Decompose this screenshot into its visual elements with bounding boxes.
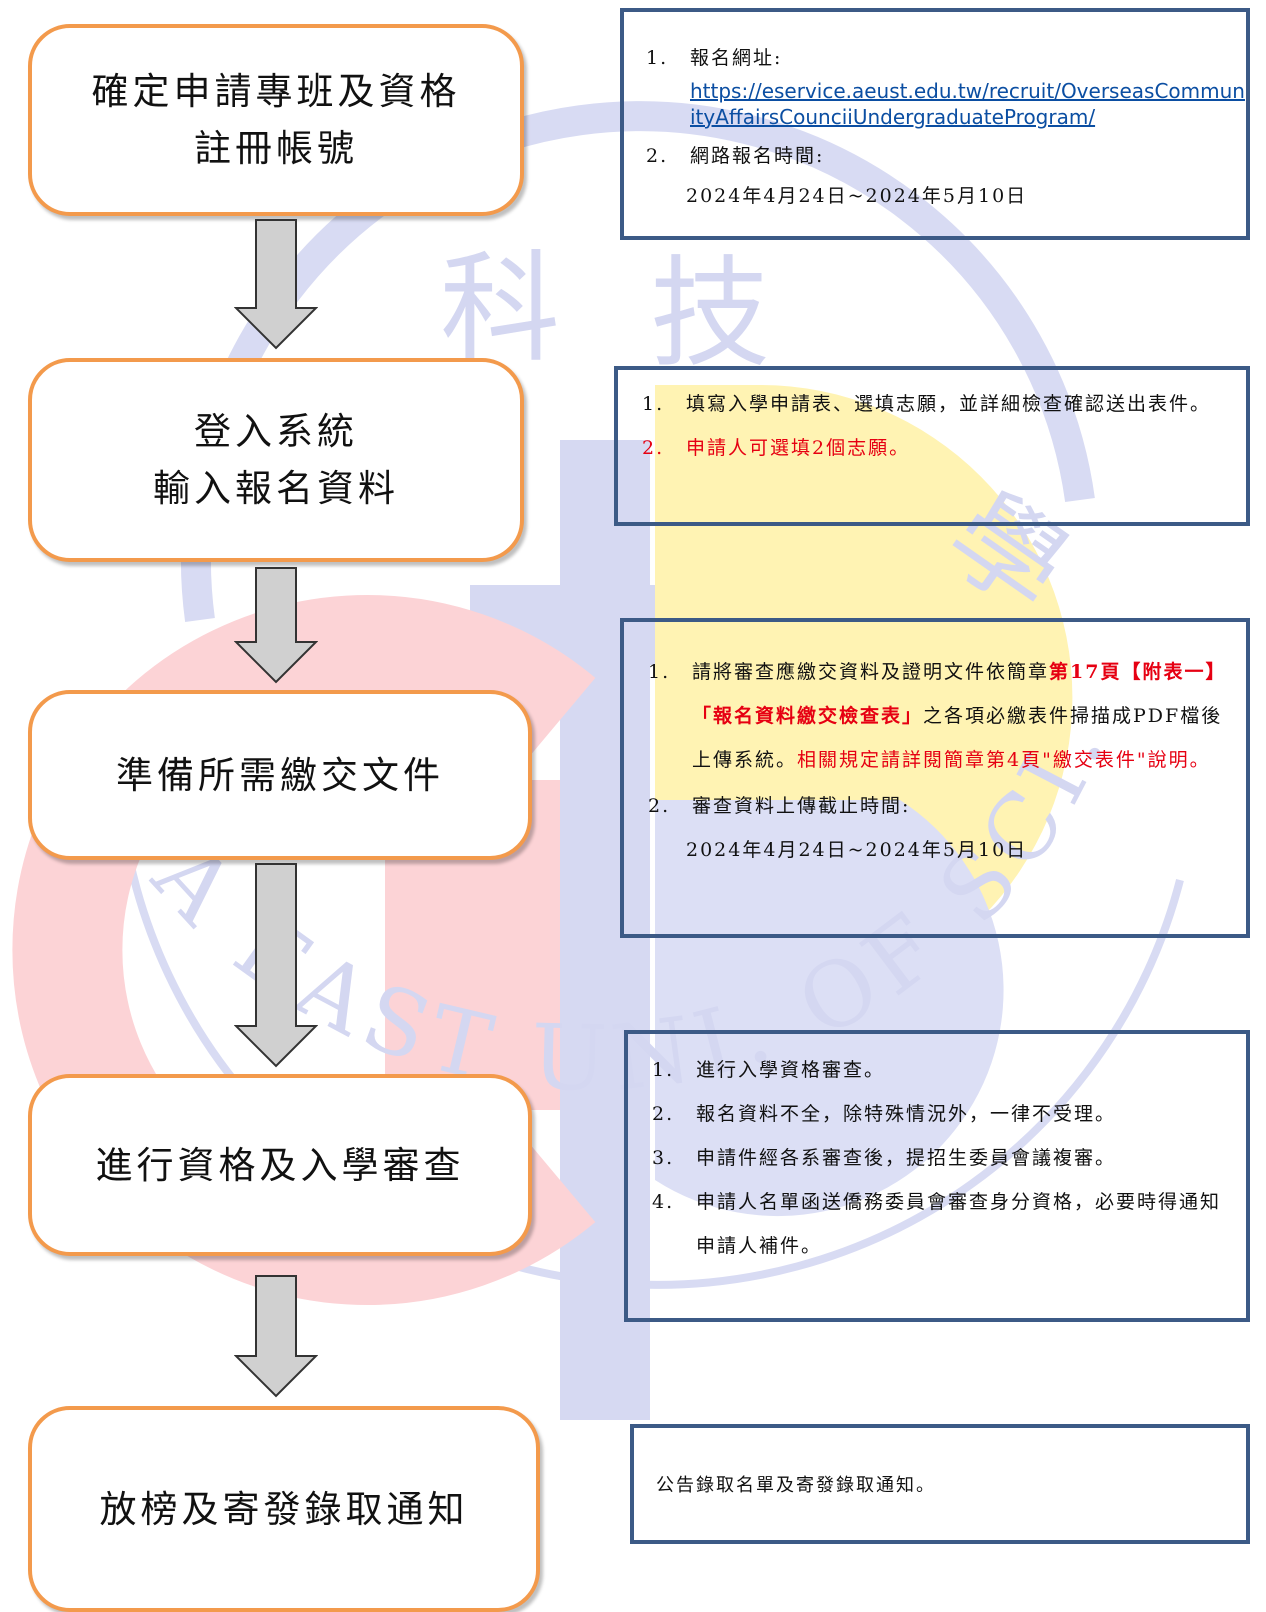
note-2-item-2-text: 申請人可選填2個志願。 xyxy=(686,437,911,459)
note-4-item-2-num: 2. xyxy=(652,1103,675,1125)
down-arrow-icon xyxy=(234,567,318,684)
note-2-item-1-text: 填寫入學申請表、選填志願，並詳細檢查確認送出表件。 xyxy=(686,393,1212,415)
note-2-item-1-num: 1. xyxy=(642,393,665,415)
note-3-item-2-label: 審查資料上傳截止時間: xyxy=(692,795,911,817)
step-4-line-1: 進行資格及入學審查 xyxy=(95,1143,465,1187)
note-documents: 1. 請將審查應繳交資料及證明文件依簡章第17頁【附表一】「報名資料繳交檢查表」… xyxy=(620,618,1250,938)
note-4-item-2-text: 報名資料不全，除特殊情況外，一律不受理。 xyxy=(696,1103,1117,1125)
registration-url-link[interactable]: https://eservice.aeust.edu.tw/recruit/Ov… xyxy=(690,79,1245,129)
note-3-item-2-value: 2024年4月24日~2024年5月10日 xyxy=(686,839,1028,861)
note-2-item-2-num: 2. xyxy=(642,437,665,459)
step-1-box: 確定申請專班及資格 註冊帳號 xyxy=(28,24,524,216)
step-4-box: 進行資格及入學審查 xyxy=(28,1074,532,1256)
note-1-item-2-num: 2. xyxy=(646,145,669,167)
step-3-box: 準備所需繳交文件 xyxy=(28,690,532,860)
step-3-line-1: 準備所需繳交文件 xyxy=(116,753,444,797)
note-3-item-1-text-b: 第17頁【附表一】「報名資料繳交檢查表」 xyxy=(692,661,1227,727)
note-1-item-1-num: 1. xyxy=(646,47,669,69)
step-1-line-2: 註冊帳號 xyxy=(194,127,358,170)
watermark-char-1: 科 xyxy=(440,240,560,379)
step-2-line-2: 輸入報名資料 xyxy=(153,467,399,510)
note-review: 1. 進行入學資格審查。 2. 報名資料不全，除特殊情況外，一律不受理。 3. … xyxy=(624,1030,1250,1322)
note-3-item-1-text-c: 之各項必繳表件掃描成PDF檔後上傳系統。 xyxy=(692,705,1223,771)
note-login-input: 1. 填寫入學申請表、選填志願，並詳細檢查確認送出表件。 2. 申請人可選填2個… xyxy=(614,366,1250,526)
note-5-text: 公告錄取名單及寄發錄取通知。 xyxy=(656,1475,936,1496)
note-4-item-3-text: 申請件經各系審查後，提招生委員會議複審。 xyxy=(696,1147,1117,1169)
note-4-item-4-num: 4. xyxy=(652,1191,675,1213)
note-4-item-1-text: 進行入學資格審查。 xyxy=(696,1059,886,1081)
step-5-box: 放榜及寄發錄取通知 xyxy=(28,1406,540,1612)
note-3-item-1-text-a: 請將審查應繳交資料及證明文件依簡章 xyxy=(692,661,1050,683)
note-announcement: 公告錄取名單及寄發錄取通知。 xyxy=(630,1424,1250,1544)
note-1-item-1-label: 報名網址: xyxy=(690,47,783,69)
note-4-item-4-text: 申請人名單函送僑務委員會審查身分資格，必要時得通知申請人補件。 xyxy=(696,1191,1222,1257)
down-arrow-icon xyxy=(234,1275,318,1398)
step-2-box: 登入系統 輸入報名資料 xyxy=(28,358,524,562)
note-4-item-3-num: 3. xyxy=(652,1147,675,1169)
note-3-item-1-text-d: 相關規定請詳閱簡章第4頁"繳交表件"說明。 xyxy=(797,749,1211,771)
step-1-line-1: 確定申請專班及資格 xyxy=(91,70,461,113)
note-3-item-1-num: 1. xyxy=(648,661,671,683)
step-2-line-1: 登入系統 xyxy=(194,410,358,453)
down-arrow-icon xyxy=(234,863,318,1068)
step-5-line-1: 放榜及寄發錄取通知 xyxy=(99,1487,469,1531)
note-1-item-2-value: 2024年4月24日~2024年5月10日 xyxy=(686,185,1028,207)
down-arrow-icon xyxy=(234,219,318,350)
note-3-item-2-num: 2. xyxy=(648,795,671,817)
note-1-item-2-label: 網路報名時間: xyxy=(690,145,825,167)
watermark-char-2: 技 xyxy=(650,245,770,384)
note-4-item-1-num: 1. xyxy=(652,1059,675,1081)
note-registration-url: 1. 報名網址: https://eservice.aeust.edu.tw/r… xyxy=(620,8,1250,240)
